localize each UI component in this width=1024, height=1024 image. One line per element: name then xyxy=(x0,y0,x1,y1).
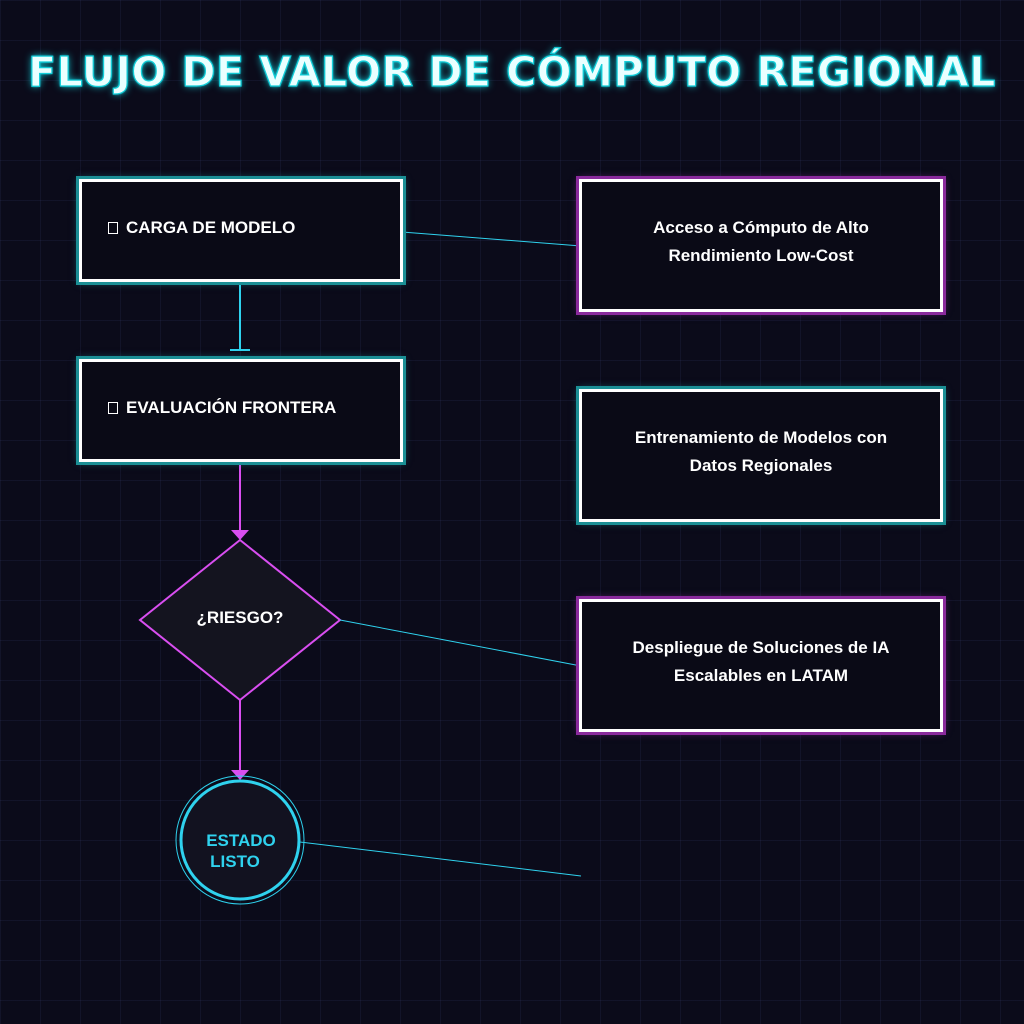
end-terminal xyxy=(179,779,301,901)
step-label-frontier-eval: EVALUACIÓN FRONTERA xyxy=(108,398,336,418)
connector-decision-to-card-3 xyxy=(339,619,582,667)
missing-glyph-icon xyxy=(108,402,118,414)
value-card-latam-deployment: Despliegue de Soluciones de IA Escalable… xyxy=(579,599,943,732)
end-label-line-1: ESTADO xyxy=(206,831,276,850)
step-box-frontier-eval: EVALUACIÓN FRONTERA xyxy=(79,359,403,462)
flow-arrow-eval-to-decision-head xyxy=(231,530,249,540)
value-card-regional-training: Entrenamiento de Modelos con Datos Regio… xyxy=(579,389,943,522)
value-card-compute-access: Acceso a Cómputo de Alto Rendimiento Low… xyxy=(579,179,943,312)
value-card-text: Acceso a Cómputo de Alto Rendimiento Low… xyxy=(653,218,869,265)
value-card-text: Despliegue de Soluciones de IA Escalable… xyxy=(632,638,890,685)
diagram-title: FLUJO DE VALOR DE CÓMPUTO REGIONAL xyxy=(28,47,996,96)
step-label-load-model: CARGA DE MODELO xyxy=(108,218,295,238)
end-label-line-2: LISTO xyxy=(210,852,260,871)
end-terminal-outer-ring xyxy=(175,775,305,905)
value-card-text: Entrenamiento de Modelos con Datos Regio… xyxy=(634,428,888,475)
end-terminal-label: ESTADO LISTO xyxy=(196,830,286,872)
missing-glyph-icon xyxy=(108,222,118,234)
decision-label: ¿RIESGO? xyxy=(196,608,284,627)
flow-arrow-decision-to-end-head xyxy=(231,770,249,780)
step-box-load-model: CARGA DE MODELO xyxy=(79,179,403,282)
connector-end-to-offscreen xyxy=(299,841,582,877)
connector-load-to-card-1 xyxy=(401,231,582,247)
